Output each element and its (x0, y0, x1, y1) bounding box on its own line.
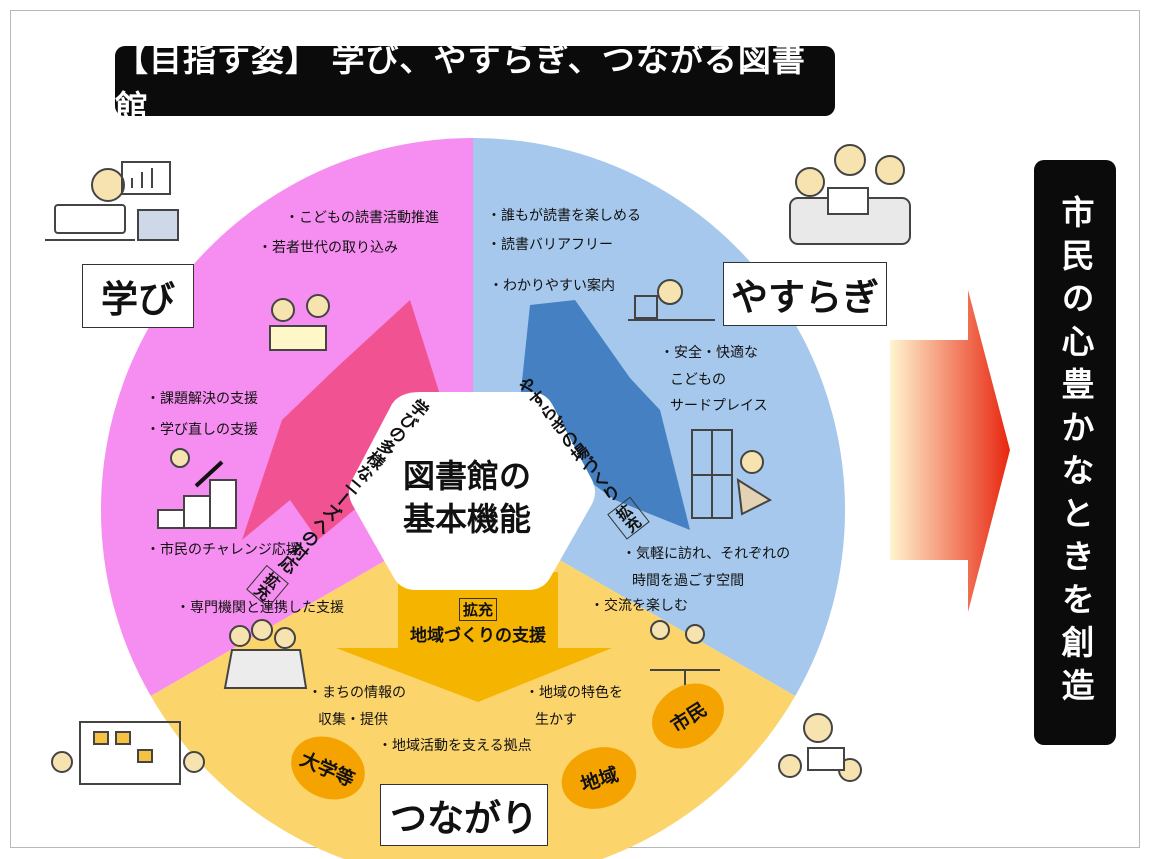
manabi-item-6: ・専門機関と連携した支援 (176, 600, 344, 616)
tsunagari-arrow-tag: 拡充 (458, 598, 497, 621)
tsunagari-arrow-label: 拡充 地域づくりの支援 (398, 598, 558, 646)
illustration-elder-kids-icon (778, 713, 862, 782)
illustration-window-reader-icon (691, 429, 773, 519)
tsunagari-arrow (336, 572, 612, 702)
yasuragi-item-3: ・わかりやすい案内 (489, 278, 615, 294)
illustration-group-meeting-icon (223, 619, 308, 689)
center-label: 図書館の 基本機能 (385, 455, 549, 541)
tsunagari-item-3-line1: ・地域の特色を (525, 685, 623, 701)
vision-arrow (890, 290, 1010, 612)
yasuragi-item-5-line1: ・気軽に訪れ、それぞれの (622, 546, 791, 562)
center-line-2: 基本機能 (402, 500, 531, 539)
yasuragi-item-5-line2: 時間を過ごす空間 (632, 572, 745, 589)
yasuragi-item-4-line1: ・安全・快適な (660, 345, 758, 361)
illustration-whiteboard-icon (51, 721, 205, 785)
manabi-item-3: ・課題解決の支援 (146, 391, 258, 407)
yasuragi-item-4-line2: こどもの (670, 371, 726, 388)
yasuragi-item-2: ・読書バリアフリー (487, 237, 613, 253)
tsunagari-item-3: ・地域の特色を 生かす (525, 680, 623, 733)
vision-panel: 市民の心豊かなときを創造 (1034, 160, 1116, 745)
yasuragi-arrow (520, 300, 690, 530)
illustration-help-desk-icon (628, 279, 715, 321)
tsunagari-item-2: ・まちの情報の 収集・提供 (308, 680, 406, 733)
vision-text: 市民の心豊かなときを創造 (1056, 194, 1095, 711)
manabi-item-5: ・市民のチャレンジ応援 (146, 542, 300, 558)
yasuragi-item-4: ・安全・快適な こどもの サードプレイス (660, 340, 768, 420)
yasuragi-item-4-line3: サードプレイス (670, 398, 768, 415)
illustration-family-reading-icon (789, 144, 911, 245)
tsunagari-item-2-line1: ・まちの情報の (308, 685, 406, 701)
label-tsunagari: つながり (380, 784, 548, 846)
manabi-item-1: ・こどもの読書活動推進 (285, 210, 439, 226)
yasuragi-item-5: ・気軽に訪れ、それぞれの 時間を過ごす空間 (622, 541, 790, 594)
illustration-cafe-icon (650, 620, 720, 690)
label-manabi: 学び (82, 264, 194, 328)
center-line-1: 図書館の (402, 457, 531, 495)
illustration-climbing-steps-icon (157, 448, 237, 529)
manabi-item-2: ・若者世代の取り込み (258, 240, 398, 256)
tsunagari-item-3-line2: 生かす (535, 711, 577, 728)
center-hexagon (349, 392, 595, 590)
manabi-item-4: ・学び直しの支援 (146, 422, 258, 438)
illustration-laptop-icon (45, 161, 179, 241)
tsunagari-item-4: ・地域活動を支える拠点 (378, 738, 532, 754)
tsunagari-arrow-text: 地域づくりの支援 (410, 626, 546, 646)
page-title: 【目指す姿】 学び、やすらぎ、つながる図書館 (115, 40, 835, 127)
manabi-arrow (242, 300, 448, 540)
illustration-kids-reading-icon (269, 294, 330, 351)
tsunagari-item-2-line2: 収集・提供 (318, 711, 388, 728)
tsunagari-item-1: ・交流を楽しむ (590, 598, 688, 614)
yasuragi-item-1: ・誰もが読書を楽しめる (487, 208, 641, 224)
label-yasuragi: やすらぎ (723, 262, 887, 326)
